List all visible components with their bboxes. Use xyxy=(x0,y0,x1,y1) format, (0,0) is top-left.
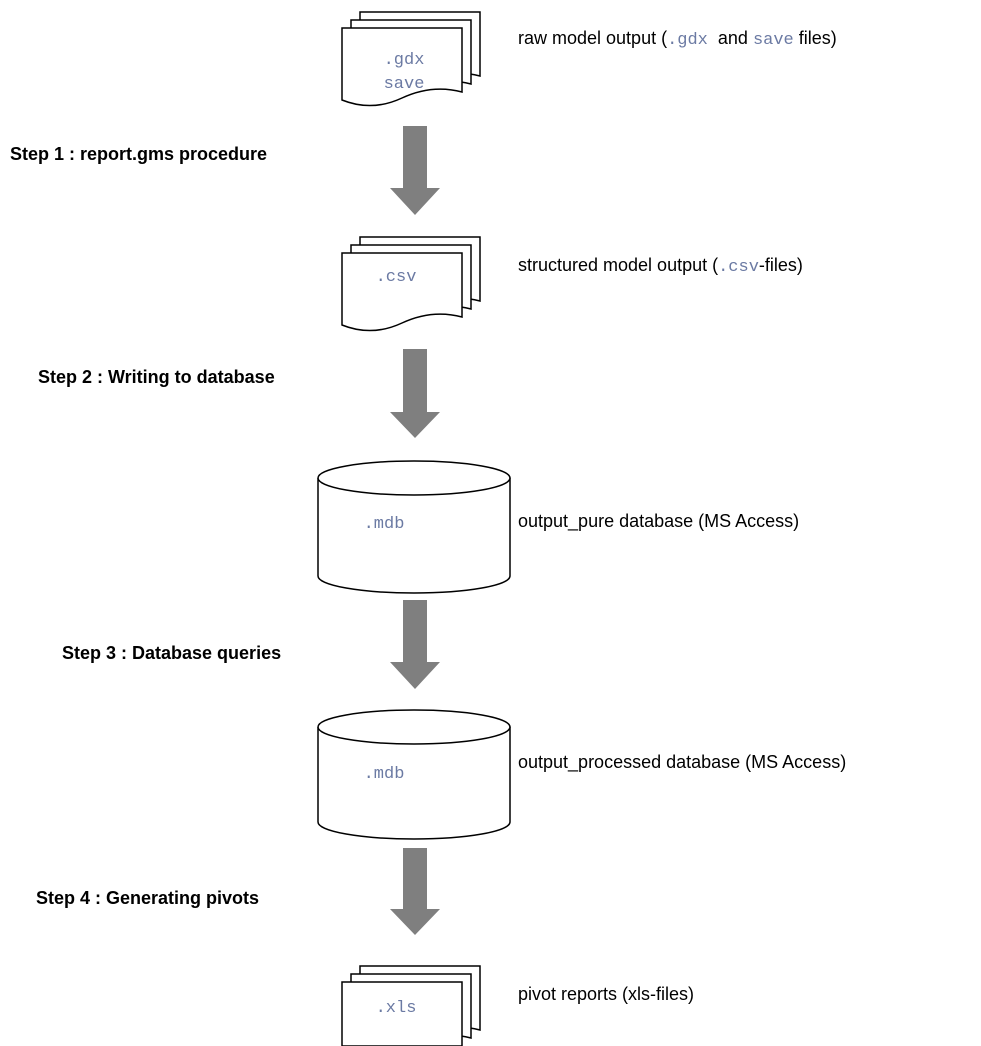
document-front-sheet xyxy=(341,27,463,107)
document-label-xls: .xls xyxy=(376,999,417,1018)
database-label-mdb: .mdb xyxy=(364,765,405,784)
document-label-save: save xyxy=(384,75,425,94)
pivot-reports-documents-icon: .xls xyxy=(341,965,481,1046)
document-front-sheet xyxy=(341,252,463,332)
output-pure-description: output_pure database (MS Access) xyxy=(518,511,799,532)
csv-documents-icon: .csv xyxy=(341,236,481,332)
step-4-label: Step 4 : Generating pivots xyxy=(36,888,259,908)
output-processed-description: output_processed database (MS Access) xyxy=(518,752,846,773)
step-2-label: Step 2 : Writing to database xyxy=(38,367,275,387)
step-3-label: Step 3 : Database queries xyxy=(62,643,281,663)
database-body xyxy=(317,727,511,840)
document-label-gdx: .gdx xyxy=(384,51,425,70)
csv-output-description: structured model output (.csv-files) xyxy=(518,255,803,277)
raw-output-description: raw model output (.gdx and save files) xyxy=(518,28,837,50)
document-front-sheet xyxy=(341,981,463,1046)
step-1-arrow xyxy=(390,126,440,215)
database-top xyxy=(317,460,511,496)
output-processed-database-icon: .mdb xyxy=(317,709,511,840)
pivot-reports-description: pivot reports (xls-files) xyxy=(518,984,694,1004)
database-label-mdb: .mdb xyxy=(364,515,405,534)
output-pure-database-icon: .mdb xyxy=(317,460,511,594)
step-1-label: Step 1 : report.gms procedure xyxy=(10,144,267,164)
raw-output-documents-icon: .gdx save xyxy=(341,11,481,107)
step-3-arrow xyxy=(390,600,440,689)
database-body xyxy=(317,478,511,594)
step-2-arrow xyxy=(390,349,440,438)
step-4-arrow xyxy=(390,848,440,935)
document-label-csv: .csv xyxy=(376,268,417,287)
database-top xyxy=(317,709,511,745)
